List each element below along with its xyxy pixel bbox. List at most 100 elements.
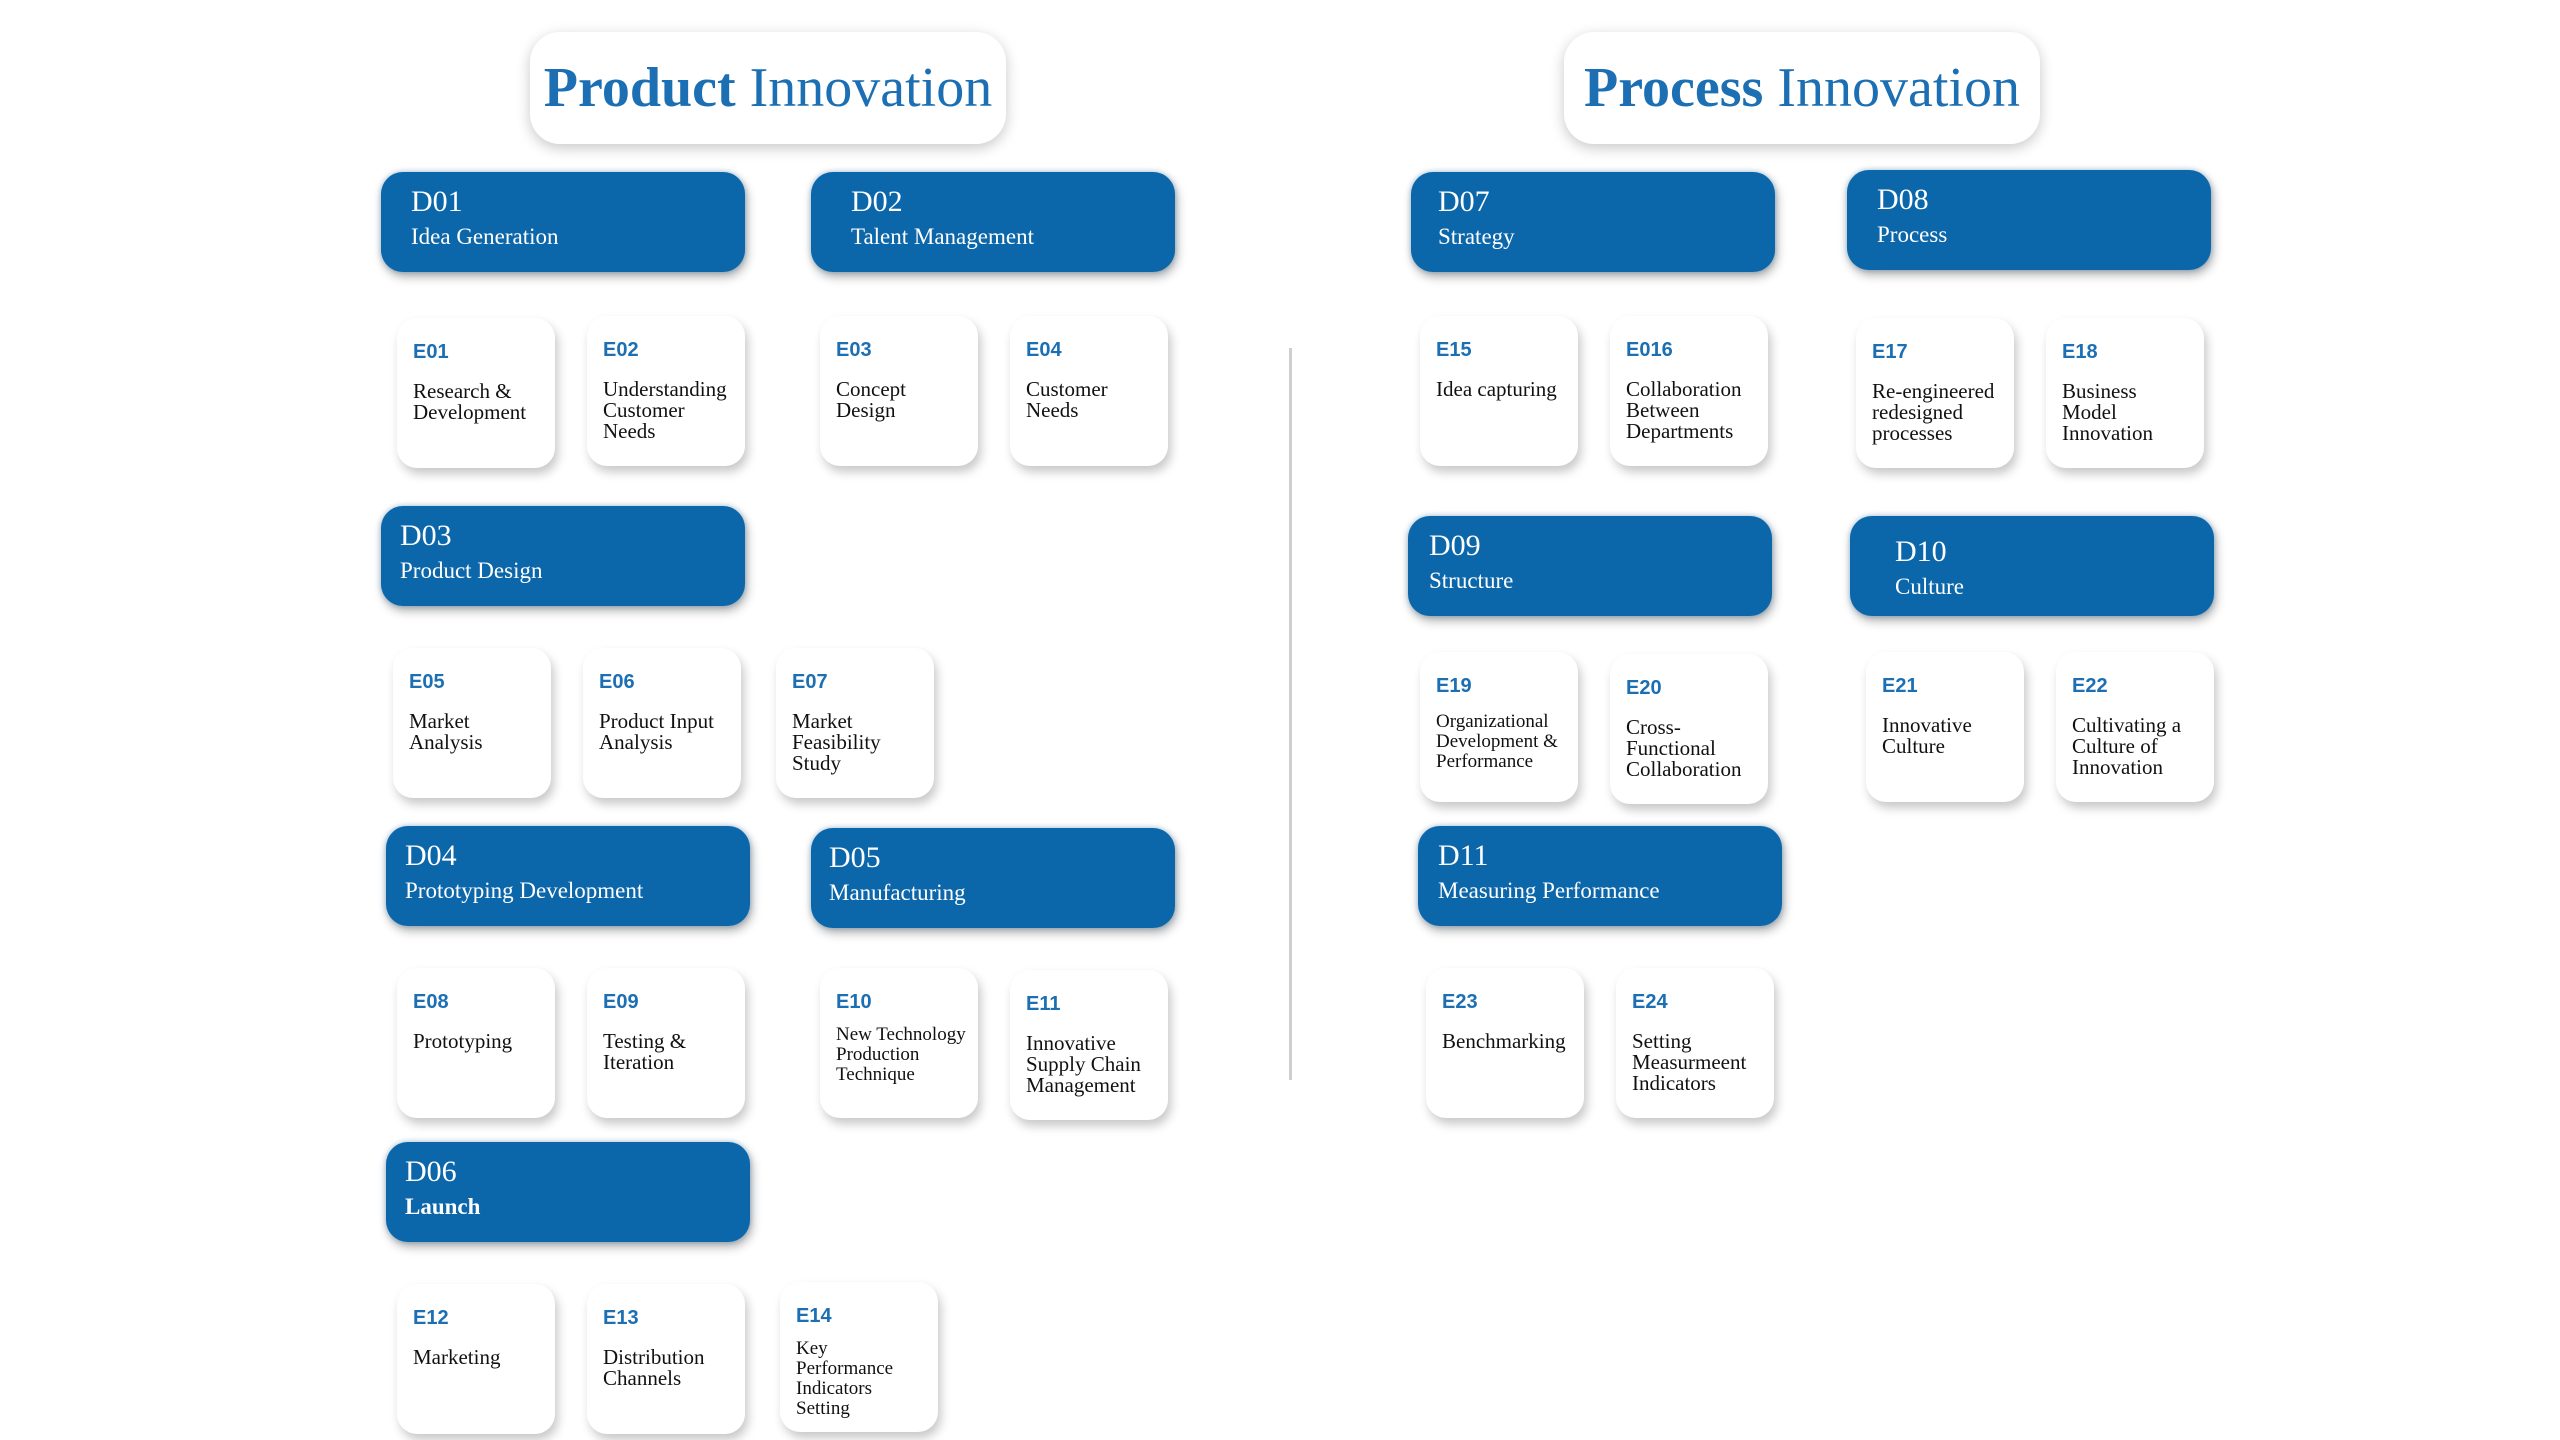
dimension-code: D07 [1438, 185, 1490, 218]
dimension-d01: D01 Idea Generation [381, 172, 745, 272]
dimension-name: Measuring Performance [1438, 878, 1660, 903]
element-e18: E18 Business Model Innovation [2046, 318, 2204, 468]
element-code: E11 [1026, 993, 1061, 1015]
element-name: Cross-Functional Collaboration [1626, 715, 1742, 781]
element-e15: E15 Idea capturing [1420, 316, 1578, 466]
dimension-name: Launch [405, 1194, 481, 1219]
dimension-name: Manufacturing [829, 880, 966, 905]
element-code: E016 [1626, 339, 1673, 361]
dimension-name: Culture [1895, 574, 1964, 599]
dimension-code: D01 [411, 185, 463, 218]
dimension-code: D05 [829, 841, 881, 874]
dimension-code: D02 [851, 185, 903, 218]
element-name: Cultivating a Culture of Innovation [2072, 713, 2182, 779]
dimension-code: D09 [1429, 529, 1481, 562]
dimension-code: D10 [1895, 535, 1947, 568]
element-name: Organizational Development & Performance [1436, 711, 1558, 772]
element-name: Prototyping [413, 1029, 513, 1053]
dimension-d04: D04 Prototyping Development [386, 826, 750, 926]
element-code: E04 [1026, 339, 1062, 361]
dimension-name: Prototyping Development [405, 878, 644, 903]
element-e09: E09 Testing & Iteration [587, 968, 745, 1118]
dimension-d08: D08 Process [1847, 170, 2211, 270]
element-name: Idea capturing [1436, 377, 1557, 401]
element-name: Research & Development [413, 379, 527, 424]
element-e19: E19 Organizational Development & Perform… [1420, 652, 1578, 802]
dimension-name: Talent Management [851, 224, 1034, 249]
element-name: Distribution Channels [603, 1345, 705, 1390]
element-e01: E01 Research & Development [397, 318, 555, 468]
element-name: Market Feasibility Study [792, 709, 881, 775]
element-e05: E05 Market Analysis [393, 648, 551, 798]
dimension-d05: D05 Manufacturing [811, 828, 1175, 928]
element-e10: E10 New Technology Production Technique [820, 968, 978, 1118]
element-code: E12 [413, 1307, 449, 1329]
dimension-name: Product Design [400, 558, 543, 583]
element-name: Innovative Culture [1882, 713, 1972, 758]
element-code: E22 [2072, 675, 2108, 697]
dimension-d03: D03 Product Design [381, 506, 745, 606]
element-e16: E016 Collaboration Between Departments [1610, 316, 1768, 466]
dimension-code: D08 [1877, 183, 1929, 216]
element-code: E23 [1442, 991, 1478, 1013]
dimension-d10: D10 Culture [1850, 516, 2214, 616]
dimension-code: D11 [1438, 839, 1489, 872]
element-code: E17 [1872, 341, 1908, 363]
element-e04: E04 Customer Needs [1010, 316, 1168, 466]
element-e17: E17 Re-engineered redesigned processes [1856, 318, 2014, 468]
element-e14: E14 Key Performance Indicators Setting [780, 1282, 938, 1432]
dimension-code: D03 [400, 519, 452, 552]
element-e24: E24 Setting Measurmeent Indicators [1616, 968, 1774, 1118]
element-code: E18 [2062, 341, 2098, 363]
element-e20: E20 Cross-Functional Collaboration [1610, 654, 1768, 804]
section-divider [1289, 348, 1292, 1080]
element-code: E08 [413, 991, 449, 1013]
title-bold: Process [1584, 57, 1764, 119]
dimension-name: Process [1877, 222, 1948, 247]
element-code: E05 [409, 671, 445, 693]
element-code: E14 [796, 1305, 832, 1327]
element-name: Customer Needs [1026, 377, 1108, 422]
dimension-d07: D07 Strategy [1411, 172, 1775, 272]
element-code: E21 [1882, 675, 1918, 697]
dimension-name: Idea Generation [411, 224, 559, 249]
dimension-name: Structure [1429, 568, 1514, 593]
element-code: E24 [1632, 991, 1668, 1013]
dimension-d02: D02 Talent Management [811, 172, 1175, 272]
dimension-d06: D06 Launch [386, 1142, 750, 1242]
element-name: Product Input Analysis [599, 709, 714, 754]
element-name: Concept Design [836, 377, 906, 422]
element-e07: E07 Market Feasibility Study [776, 648, 934, 798]
element-name: New Technology Production Technique [836, 1024, 966, 1085]
element-name: Market Analysis [409, 709, 483, 754]
element-e22: E22 Cultivating a Culture of Innovation [2056, 652, 2214, 802]
dimension-name: Strategy [1438, 224, 1515, 249]
element-name: Re-engineered redesigned processes [1872, 379, 1995, 445]
title-light: Innovation [749, 57, 993, 119]
element-e13: E13 Distribution Channels [587, 1284, 745, 1434]
element-e23: E23 Benchmarking [1426, 968, 1584, 1118]
element-e11: E11 Innovative Supply Chain Management [1010, 970, 1168, 1120]
element-name: Understanding Customer Needs [603, 377, 727, 443]
element-code: E03 [836, 339, 872, 361]
dimension-code: D04 [405, 839, 457, 872]
title-light: Innovation [1777, 57, 2020, 119]
element-name: Benchmarking [1442, 1029, 1566, 1053]
element-code: E15 [1436, 339, 1472, 361]
title-bold: Product [543, 57, 736, 119]
dimension-d09: D09 Structure [1408, 516, 1772, 616]
element-name: Collaboration Between Departments [1626, 377, 1742, 443]
element-code: E20 [1626, 677, 1662, 699]
element-name: Innovative Supply Chain Management [1026, 1031, 1141, 1097]
element-code: E13 [603, 1307, 639, 1329]
element-code: E02 [603, 339, 639, 361]
element-name: Business Model Innovation [2062, 379, 2153, 445]
element-code: E07 [792, 671, 828, 693]
dimension-code: D06 [405, 1155, 457, 1188]
element-e06: E06 Product Input Analysis [583, 648, 741, 798]
element-code: E06 [599, 671, 635, 693]
element-name: Setting Measurmeent Indicators [1632, 1029, 1747, 1095]
element-name: Key Performance Indicators Setting [796, 1338, 894, 1419]
